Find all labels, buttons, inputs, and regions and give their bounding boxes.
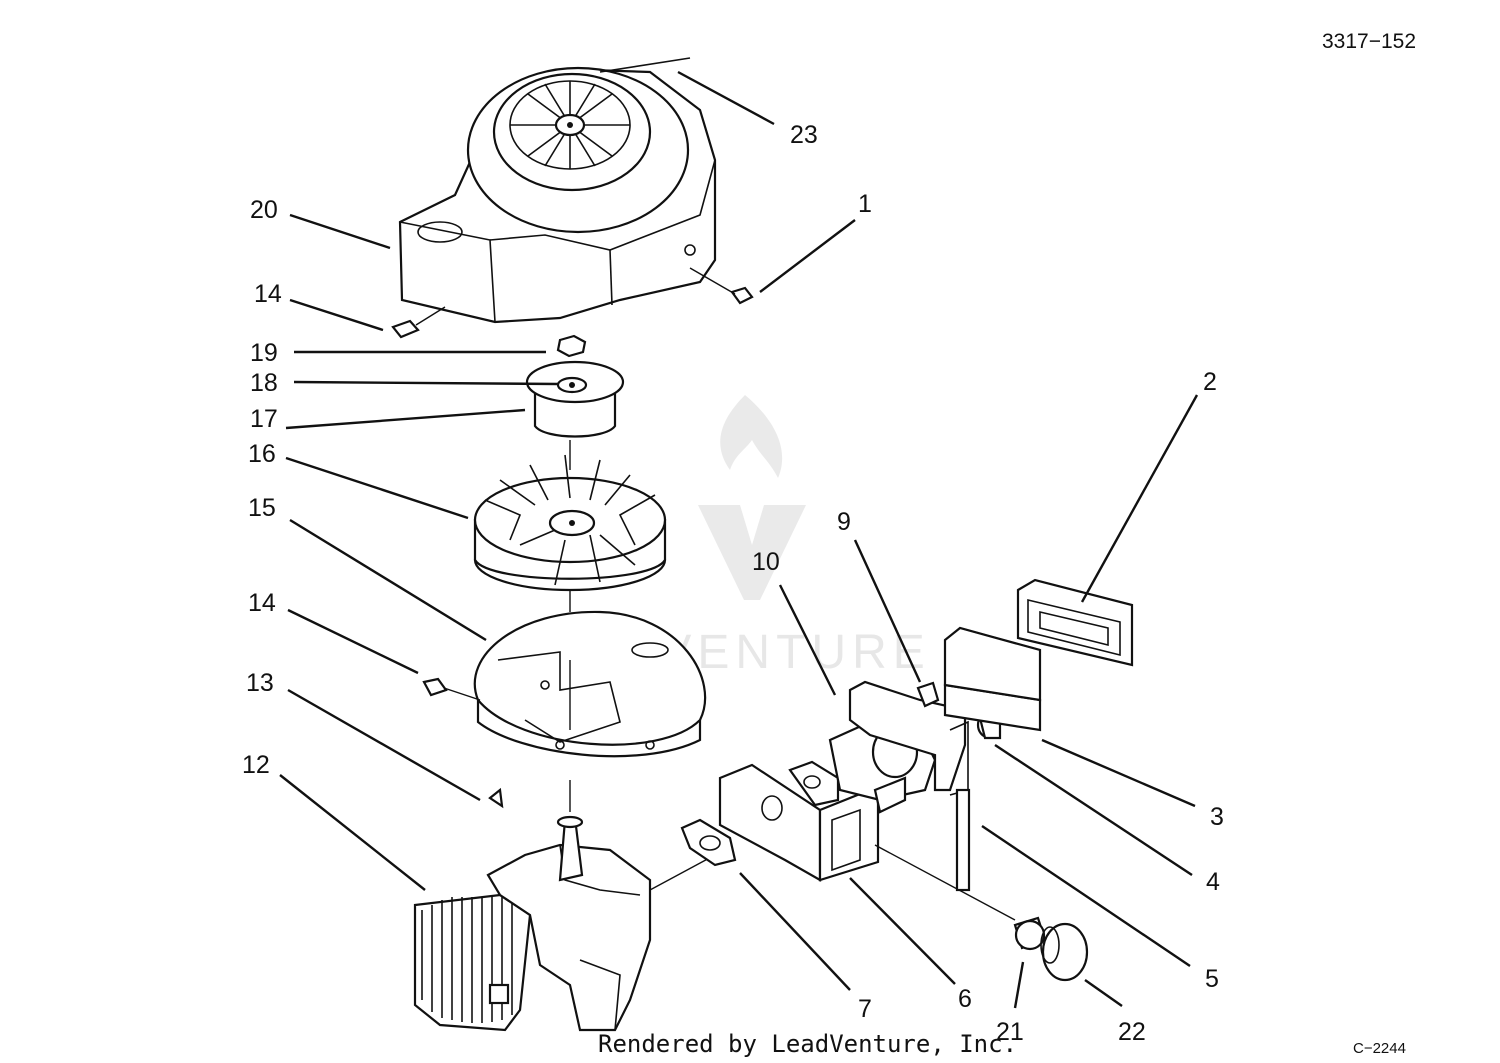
callout-12: 12	[242, 751, 270, 779]
back-plate	[473, 610, 707, 812]
bulb-22	[1040, 922, 1089, 982]
callout-6: 6	[958, 985, 972, 1013]
callout-5: 5	[1205, 965, 1219, 993]
figure-code: 3317−152	[1322, 30, 1416, 53]
bolt-14-bottom	[422, 677, 481, 701]
callout-9: 9	[837, 508, 851, 536]
callout-21: 21	[996, 1018, 1024, 1046]
callout-19: 19	[250, 339, 278, 367]
nut-19	[556, 334, 587, 358]
callout-13: 13	[246, 669, 274, 697]
callout-20: 20	[250, 196, 278, 224]
filter-3	[943, 626, 1042, 732]
callout-7: 7	[858, 995, 872, 1023]
callout-17: 17	[250, 405, 278, 433]
gasket-7	[680, 818, 737, 867]
sheet-code: C−2244	[1353, 1040, 1406, 1057]
bolt-1	[689, 267, 754, 305]
callout-3: 3	[1210, 803, 1224, 831]
flywheel	[473, 454, 667, 612]
callout-14-top: 14	[254, 280, 282, 308]
leader-lines	[279, 70, 1199, 1009]
key-13	[488, 787, 504, 809]
callout-22: 22	[1118, 1018, 1146, 1046]
watermark-logo	[698, 395, 806, 600]
callout-10: 10	[752, 548, 780, 576]
render-credit: Rendered by LeadVenture, Inc.	[598, 1030, 1017, 1058]
starter-cup	[525, 360, 625, 470]
air-cleaner-base	[718, 763, 1016, 921]
callout-2: 2	[1203, 368, 1217, 396]
callout-18: 18	[250, 369, 278, 397]
callout-15: 15	[248, 494, 276, 522]
callout-1: 1	[858, 190, 872, 218]
bolt-14-top	[391, 306, 446, 339]
callout-16: 16	[248, 440, 276, 468]
rod-5	[955, 788, 971, 892]
callout-14-bottom: 14	[248, 589, 276, 617]
callout-4: 4	[1206, 868, 1220, 896]
callout-23: 23	[790, 121, 818, 149]
cover-2	[1016, 578, 1134, 667]
carburetor	[788, 680, 969, 814]
callout-labels: 23 20 1 14 19 18 17 16 15 14 13 12 2 9 1…	[242, 121, 1224, 1046]
blower-housing	[398, 57, 717, 324]
engine-block	[413, 815, 716, 1032]
